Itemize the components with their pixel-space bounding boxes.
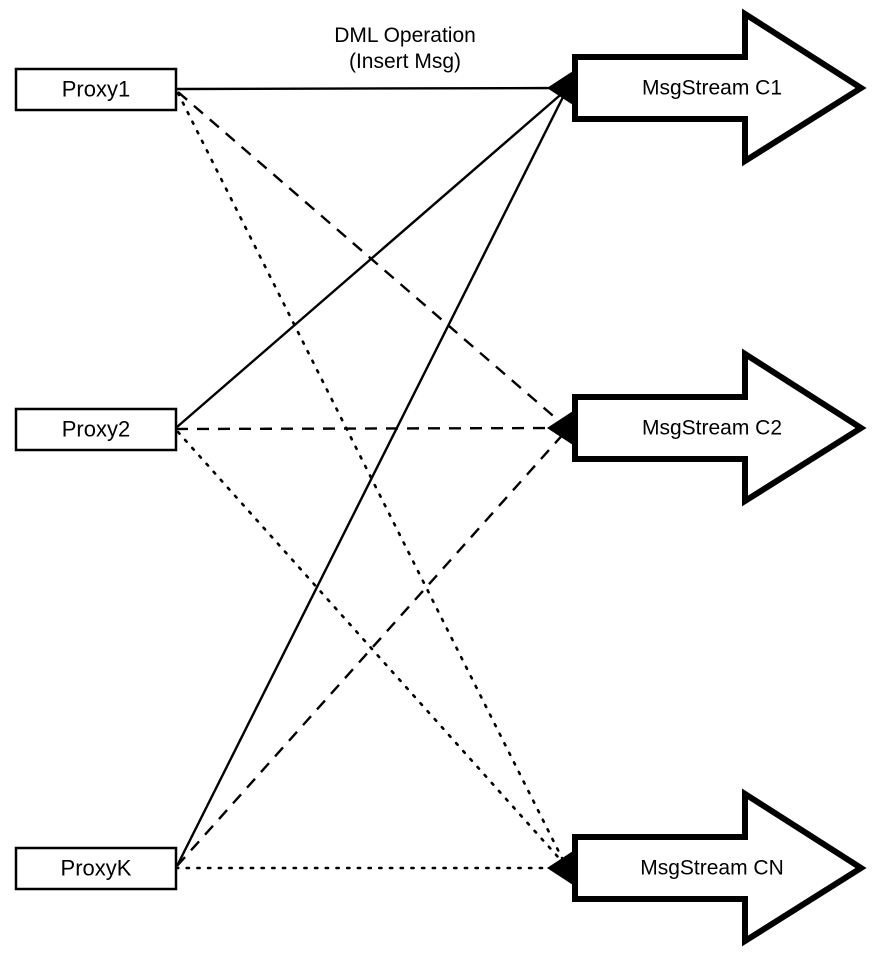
arrowhead-layer (547, 71, 573, 885)
arrowhead-triangle (547, 851, 573, 885)
link-proxy2-to-cn (176, 430, 568, 868)
link-proxy2-to-c2 (175, 426, 567, 431)
dml-operation-label-line1: DML Operation (334, 24, 476, 47)
proxy-node-proxy2[interactable]: Proxy2 (14, 407, 178, 452)
msgstream-arrow-shape-cn[interactable] (572, 788, 867, 947)
link-layer (174, 86, 568, 870)
msgstream-node-c2[interactable]: MsgStream C2 (572, 348, 867, 507)
proxy-box-proxy1[interactable] (14, 67, 178, 112)
link-proxyK-to-c2 (176, 430, 567, 867)
arrowhead-triangle (547, 71, 573, 105)
msgstream-label-c2: MsgStream C2 (642, 417, 782, 440)
arrowhead-head-cn (547, 851, 573, 885)
msgstream-label-cn: MsgStream CN (640, 857, 784, 880)
edge-label-group: DML Operation (Insert Msg) (334, 24, 476, 73)
msgstream-node-cn[interactable]: MsgStream CN (572, 788, 867, 947)
proxy-label-proxyK: ProxyK (61, 855, 132, 880)
proxy-box-proxy2[interactable] (14, 407, 178, 452)
proxy-node-proxy1[interactable]: Proxy1 (14, 67, 178, 112)
proxy-node-proxyK[interactable]: ProxyK (14, 846, 178, 891)
arrowhead-head-c2 (547, 411, 573, 445)
msgstream-arrow-shape-c2[interactable] (572, 348, 867, 507)
arrowhead-triangle (547, 411, 573, 445)
link-proxy2-to-c1 (176, 89, 567, 428)
msgstream-arrow-shape-c1[interactable] (572, 8, 867, 167)
proxy-label-proxy1: Proxy1 (62, 76, 130, 101)
link-proxyK-to-c1 (175, 90, 568, 867)
proxy-label-proxy2: Proxy2 (62, 416, 130, 441)
dml-operation-label-line2: (Insert Msg) (349, 50, 461, 73)
msgstream-node-c1[interactable]: MsgStream C1 (572, 8, 867, 167)
link-proxy1-to-c1 (175, 86, 567, 91)
msgstream-node-layer: MsgStream C1 MsgStream C2 MsgStream CN (572, 8, 867, 947)
arrowhead-head-c1 (547, 71, 573, 105)
proxy-box-proxyK[interactable] (14, 846, 178, 891)
msgstream-label-c1: MsgStream C1 (642, 77, 782, 100)
